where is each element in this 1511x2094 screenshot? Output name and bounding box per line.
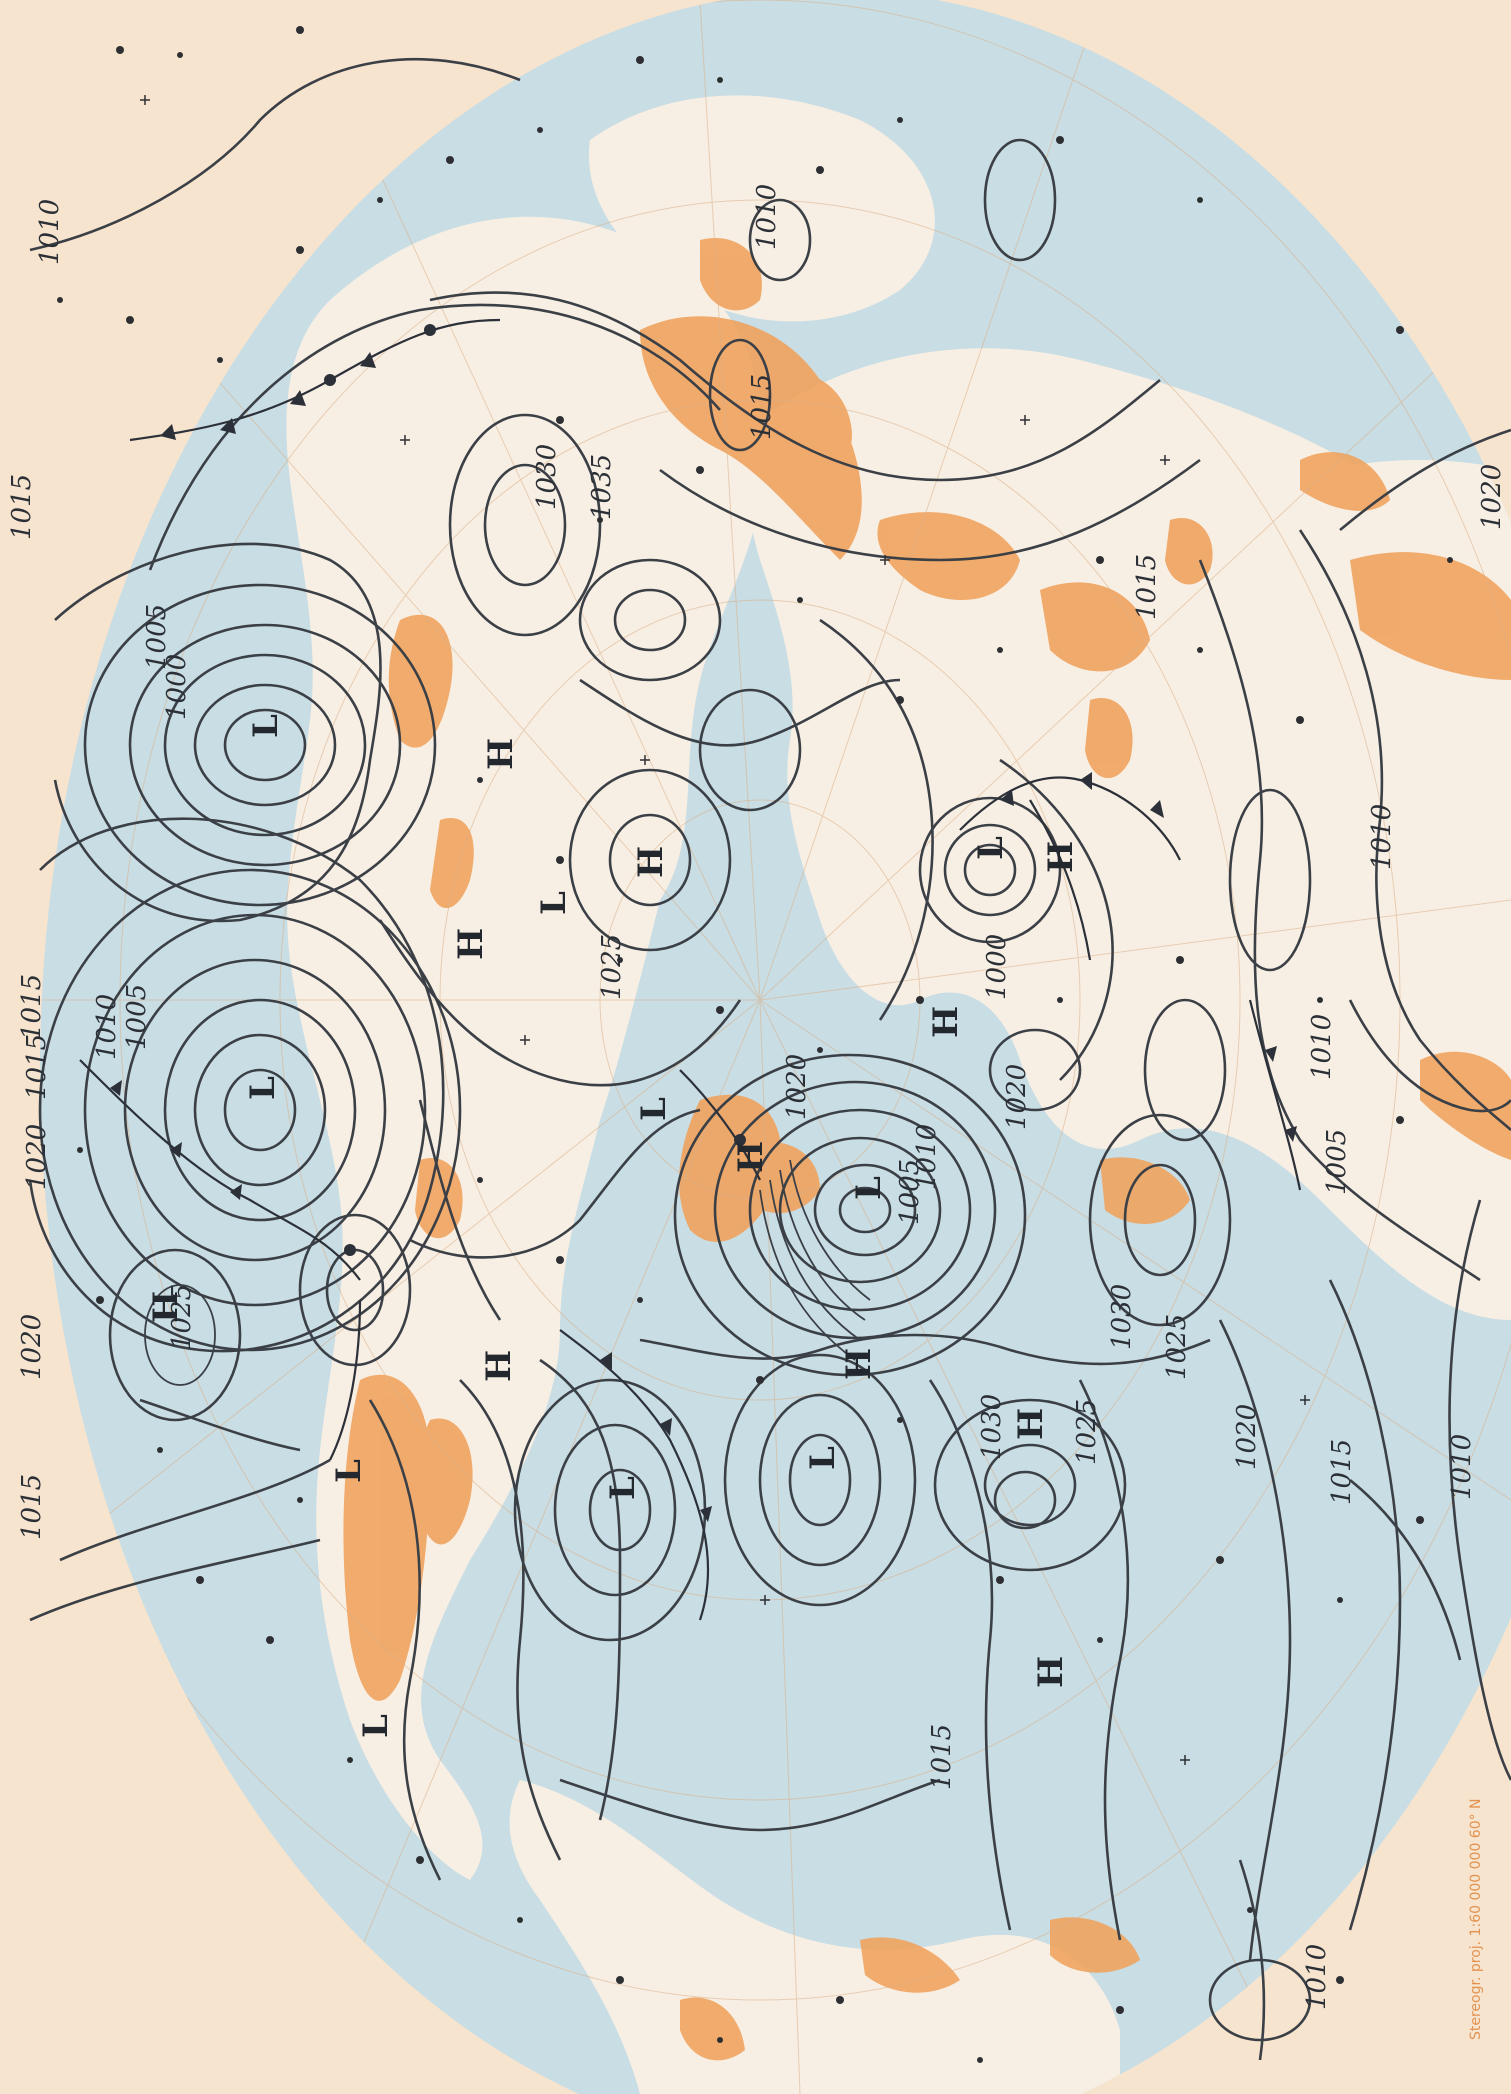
isobar-label: 1015 (17, 974, 47, 1040)
isobar-label: 1010 (92, 994, 122, 1060)
low-pressure-label: L (243, 1076, 283, 1100)
front-barbs (110, 324, 1297, 1522)
high-pressure-label: H (731, 1141, 771, 1173)
isobar-label: 1010 (35, 199, 65, 265)
isobar-labels: 1010 1015 1015 1015 1020 1020 1015 1005 … (7, 184, 1507, 2010)
isobar-label: 1010 (912, 1124, 942, 1190)
isobar-label: 1005 (1322, 1129, 1352, 1195)
isobar-label: 1005 (895, 1159, 925, 1225)
isobar-label: 1015 (17, 1474, 47, 1540)
isobar-label: 1000 (982, 934, 1012, 1000)
isobar-label: 1020 (782, 1054, 812, 1120)
isobar-label: 1010 (1307, 1014, 1337, 1080)
high-pressure-label: H (839, 1348, 879, 1380)
high-pressure-label: H (479, 1350, 519, 1382)
high-pressure-label: H (926, 1006, 966, 1038)
isobar-label: 1020 (17, 1314, 47, 1380)
station-markers (57, 26, 1453, 2063)
isobar-label: 1015 (1132, 554, 1162, 620)
isobar-label: 1020 (22, 1124, 52, 1190)
isobar-label: 1015 (7, 474, 37, 540)
isobar-label: 1010 (1367, 804, 1397, 870)
isobar-label: 1025 (1072, 1399, 1102, 1465)
high-pressure-label: H (481, 738, 521, 770)
low-pressure-label: L (356, 1714, 396, 1738)
isobar-label: 1020 (1002, 1064, 1032, 1130)
isobar-label: 1015 (927, 1724, 957, 1790)
isobar-label: 1030 (532, 444, 562, 510)
high-pressure-label: H (631, 846, 671, 878)
land-central-america (509, 1780, 1120, 2094)
projection-scale-note: Stereogr. proj. 1:60 000 000 60° N (1468, 1798, 1484, 2040)
low-pressure-label: L (634, 1097, 674, 1121)
low-pressure-label: L (849, 1176, 889, 1200)
high-pressure-label: H (1041, 841, 1081, 873)
isobar-label: 1025 (1162, 1314, 1192, 1380)
isobar-label: 1025 (167, 1284, 197, 1350)
isobar-label: 1005 (122, 984, 152, 1050)
isobars (28, 57, 1511, 2061)
high-pressure-label: H (146, 1291, 186, 1323)
isobar-label: 1020 (1477, 464, 1507, 530)
isobar-label: 1005 (142, 604, 172, 670)
isobar-label: 1030 (1107, 1284, 1137, 1350)
isobar-label: 1010 (752, 184, 782, 250)
isobar-label: 1000 (162, 654, 192, 720)
isobar-label: 1020 (1232, 1404, 1262, 1470)
low-pressure-label: L (603, 1476, 643, 1500)
isobar-label: 1015 (22, 1034, 52, 1100)
high-pressure-label: H (1011, 1408, 1051, 1440)
isobar-label: 1010 (1447, 1434, 1477, 1500)
isobar-label: 1015 (747, 374, 777, 440)
isobar-label: 1010 (1302, 1944, 1332, 2010)
isobar-label: 1030 (977, 1394, 1007, 1460)
highland-shading (343, 238, 1511, 2061)
low-pressure-label: L (329, 1459, 369, 1483)
isobar-label: 1035 (587, 454, 617, 520)
high-pressure-label: H (1031, 1656, 1071, 1688)
pressure-systems: L L L L L L L L L L H H H H H H H H H H … (146, 714, 1081, 1738)
isobar-label: 1025 (597, 934, 627, 1000)
low-pressure-label: L (803, 1446, 843, 1470)
isobar-label: 1015 (1327, 1439, 1357, 1505)
low-pressure-label: L (971, 836, 1011, 860)
low-pressure-label: L (246, 714, 286, 738)
station-crosses (140, 95, 1310, 1765)
high-pressure-label: H (451, 928, 491, 960)
low-pressure-label: L (534, 891, 574, 915)
